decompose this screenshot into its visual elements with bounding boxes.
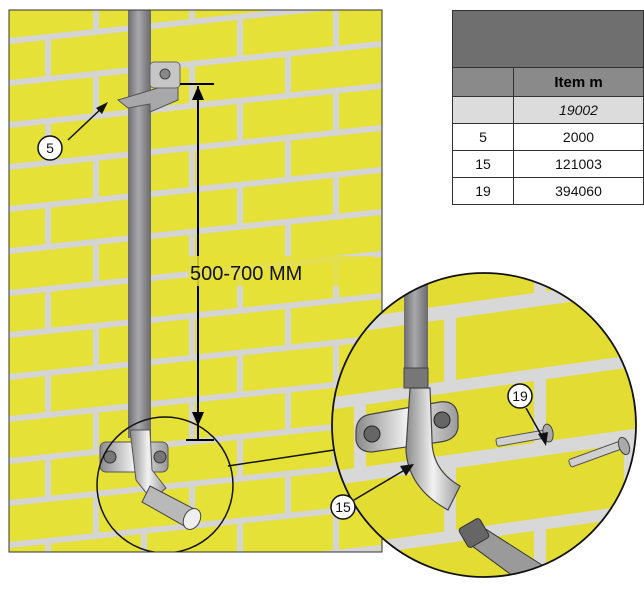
callout-19-label: 19 bbox=[512, 388, 528, 404]
row-pos: 19 bbox=[452, 177, 514, 205]
subrow-item: 19002 bbox=[513, 96, 644, 124]
header-item-number: Item m bbox=[513, 67, 644, 97]
callout-19: 19 bbox=[507, 383, 548, 446]
table-row: 15 121003 bbox=[452, 150, 644, 178]
table-subrow: 19002 bbox=[452, 96, 644, 124]
callout-15-label: 15 bbox=[335, 499, 351, 515]
row-item: 394060 bbox=[513, 177, 644, 205]
parts-table: Item m 19002 5 2000 15 121003 19 394060 bbox=[452, 10, 644, 205]
table-row: 5 2000 bbox=[452, 123, 644, 151]
dimension-label: 500-700 MM bbox=[190, 263, 302, 285]
table-header-row: Item m bbox=[452, 67, 644, 97]
callout-5: 5 bbox=[37, 102, 108, 161]
row-pos: 5 bbox=[452, 123, 514, 151]
row-item: 121003 bbox=[513, 150, 644, 178]
screw-left bbox=[495, 423, 554, 447]
row-pos: 15 bbox=[452, 150, 514, 178]
inset-detail-view bbox=[332, 273, 636, 577]
callout-5-label: 5 bbox=[46, 140, 54, 156]
row-item: 2000 bbox=[513, 123, 644, 151]
callout-15: 15 bbox=[330, 464, 414, 520]
dimension-line bbox=[180, 83, 374, 441]
table-row: 19 394060 bbox=[452, 177, 644, 205]
table-title-row bbox=[452, 10, 644, 68]
screw-right bbox=[568, 436, 631, 468]
